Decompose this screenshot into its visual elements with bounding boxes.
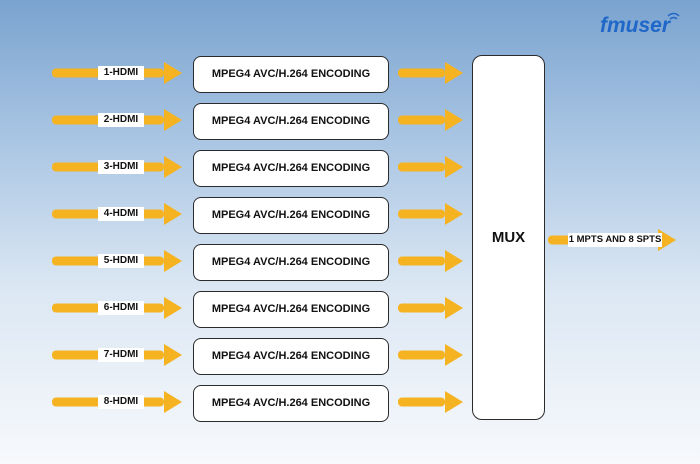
- encoder-label: MPEG4 AVC/H.264 ENCODING: [211, 350, 371, 362]
- fmuser-logo: fmuser: [600, 12, 680, 37]
- encoder-box: MPEG4 AVC/H.264 ENCODING: [193, 149, 389, 187]
- input-label: 8-HDMI: [98, 395, 144, 409]
- encoder-label: MPEG4 AVC/H.264 ENCODING: [211, 115, 371, 127]
- encoder-to-mux-arrow-1: [398, 62, 463, 84]
- encoder-box: MPEG4 AVC/H.264 ENCODING: [193, 55, 389, 93]
- encoder-to-mux-arrow-8: [398, 391, 463, 413]
- input-label: 1-HDMI: [98, 66, 144, 80]
- input-label: 5-HDMI: [98, 254, 144, 268]
- signal-icon: [667, 12, 680, 20]
- encoder-label: MPEG4 AVC/H.264 ENCODING: [211, 397, 371, 409]
- encoder-box: MPEG4 AVC/H.264 ENCODING: [193, 290, 389, 328]
- encoder-box: MPEG4 AVC/H.264 ENCODING: [193, 243, 389, 281]
- mux-label: MUX: [491, 229, 526, 246]
- encoder-label: MPEG4 AVC/H.264 ENCODING: [211, 256, 371, 268]
- input-label: 2-HDMI: [98, 113, 144, 127]
- encoder-to-mux-arrow-5: [398, 250, 463, 272]
- encoder-label: MPEG4 AVC/H.264 ENCODING: [211, 162, 371, 174]
- input-label: 4-HDMI: [98, 207, 144, 221]
- encoder-label: MPEG4 AVC/H.264 ENCODING: [211, 303, 371, 315]
- encoder-to-mux-arrow-6: [398, 297, 463, 319]
- encoder-to-mux-arrow-2: [398, 109, 463, 131]
- input-label: 3-HDMI: [98, 160, 144, 174]
- encoder-label: MPEG4 AVC/H.264 ENCODING: [211, 209, 371, 221]
- mux-block: MUX: [472, 55, 545, 420]
- encoder-box: MPEG4 AVC/H.264 ENCODING: [193, 102, 389, 140]
- encoder-box: MPEG4 AVC/H.264 ENCODING: [193, 196, 389, 234]
- encoder-to-mux-arrow-4: [398, 203, 463, 225]
- output-label: 1 MPTS AND 8 SPTS: [568, 233, 662, 247]
- encoder-to-mux-arrow-3: [398, 156, 463, 178]
- logo-text: fmuser: [600, 14, 672, 37]
- encoder-box: MPEG4 AVC/H.264 ENCODING: [193, 384, 389, 422]
- encoder-box: MPEG4 AVC/H.264 ENCODING: [193, 337, 389, 375]
- input-label: 6-HDMI: [98, 301, 144, 315]
- encoder-label: MPEG4 AVC/H.264 ENCODING: [211, 68, 371, 80]
- input-label: 7-HDMI: [98, 348, 144, 362]
- encoder-to-mux-arrow-7: [398, 344, 463, 366]
